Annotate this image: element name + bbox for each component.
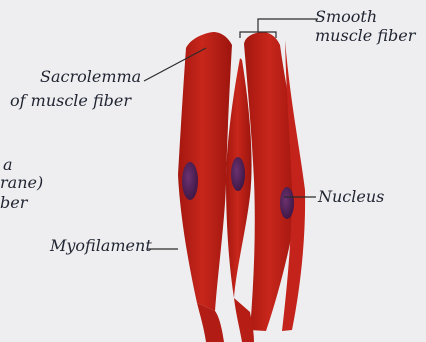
nucleus-left bbox=[182, 162, 198, 200]
nucleus-center bbox=[231, 157, 245, 191]
muscle-fiber-bottom-center bbox=[234, 298, 254, 342]
left-partial-label-line1: a bbox=[3, 156, 13, 174]
myofilament-label: Myofilament bbox=[50, 237, 152, 255]
left-partial-label-line3: ber bbox=[0, 194, 27, 212]
smooth-fiber-label-line1: Smooth bbox=[315, 8, 377, 26]
sarcolemma-label-line1: Sacrolemma bbox=[40, 68, 141, 86]
sarcolemma-label-line2: of muscle fiber bbox=[10, 92, 131, 110]
left-partial-label-line2: rane) bbox=[0, 174, 43, 192]
smooth-fiber-label-line2: muscle fiber bbox=[315, 27, 415, 45]
nucleus-label: Nucleus bbox=[318, 188, 384, 206]
nucleus-right bbox=[280, 187, 294, 219]
